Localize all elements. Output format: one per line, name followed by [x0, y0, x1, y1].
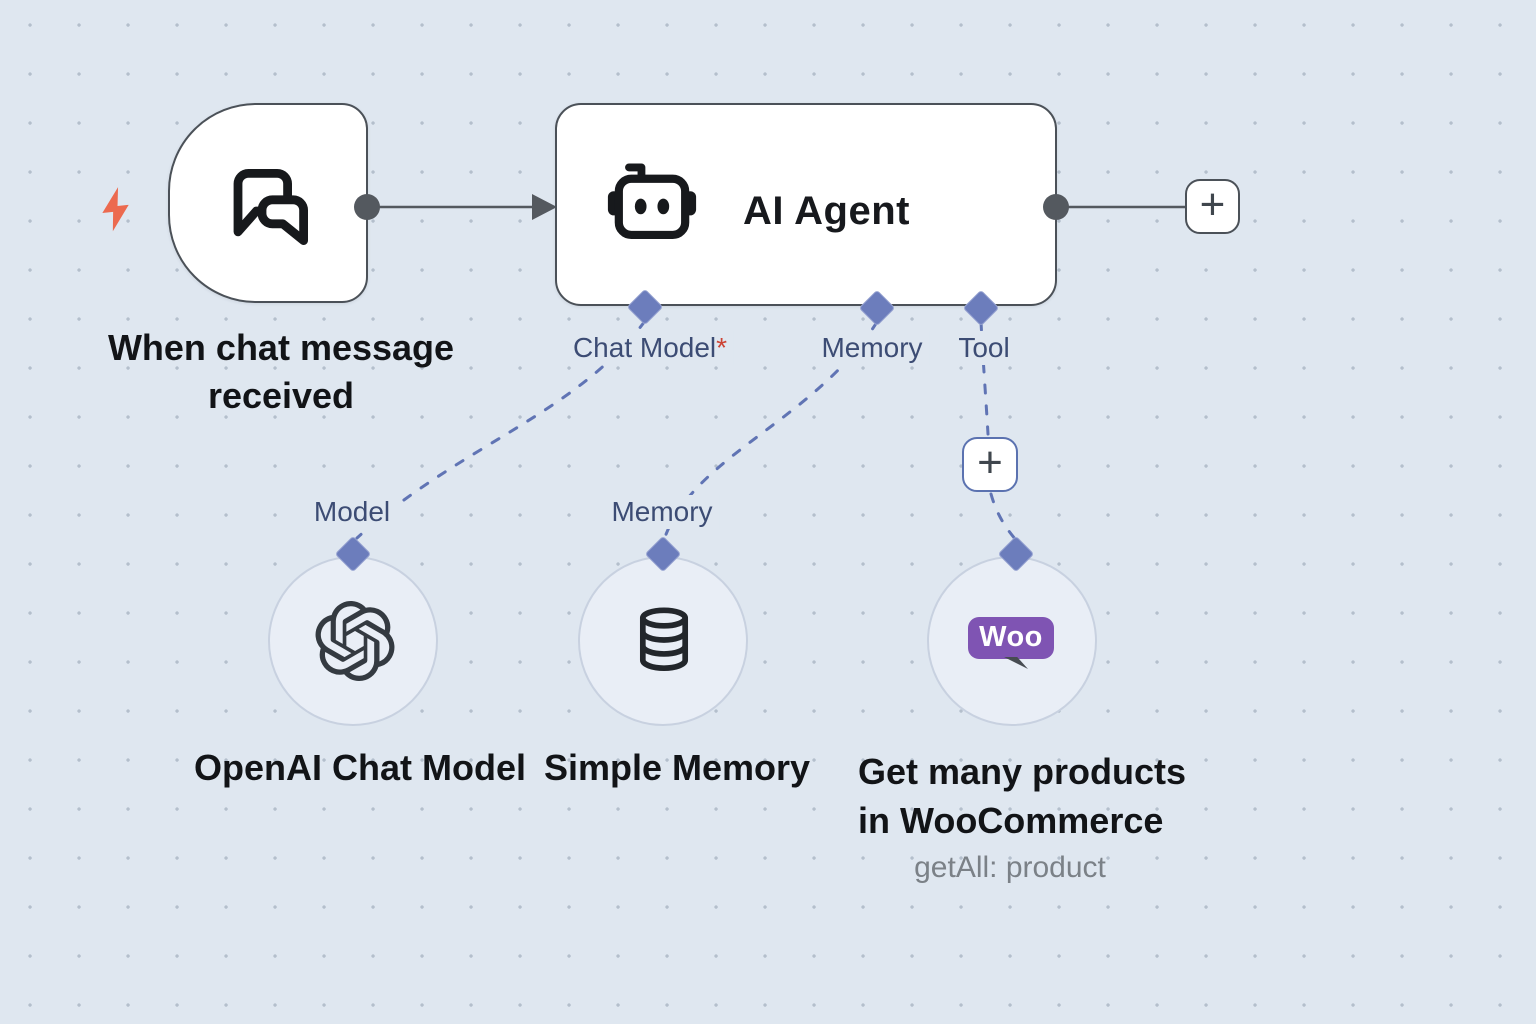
ai-agent-node[interactable]: AI Agent: [555, 103, 1057, 306]
dashed-wire-tool-lower: [989, 492, 1018, 542]
trigger-label-line1: When chat message: [107, 327, 455, 368]
subnode-openai-chat-model[interactable]: [268, 556, 438, 726]
trigger-node-label: When chat message received: [108, 324, 454, 420]
port-label-chat-model: Chat Model*: [565, 331, 735, 365]
openai-logo: [315, 601, 395, 681]
subnode-simple-memory[interactable]: [578, 556, 748, 726]
woocommerce-label-line1: Get many products: [858, 751, 1187, 792]
add-tool-button[interactable]: +: [962, 437, 1018, 492]
add-next-node-button[interactable]: +: [1185, 179, 1240, 234]
openai-chat-model-label: OpenAI Chat Model: [194, 747, 526, 788]
arrowhead-into-agent: [532, 194, 557, 220]
port-label-memory: Memory: [814, 331, 930, 365]
required-marker: *: [716, 332, 728, 363]
port-label-tool: Tool: [951, 331, 1017, 365]
robot-icon: [607, 163, 697, 240]
woocommerce-logo-text: Woo: [979, 620, 1043, 653]
port-label-memory-subnode: Memory: [604, 495, 720, 529]
lightning-bolt-icon: [102, 187, 129, 232]
woocommerce-operation-caption: getAll: product: [914, 851, 1106, 884]
trigger-label-line2: received: [207, 375, 355, 416]
database-icon: [639, 607, 689, 672]
woocommerce-node-label: Get many products in WooCommerce: [858, 747, 1186, 845]
woocommerce-logo: Woo: [968, 617, 1054, 659]
trigger-output-port[interactable]: [354, 194, 380, 220]
agent-node-title: AI Agent: [743, 189, 910, 233]
port-label-model-subnode: Model: [306, 495, 398, 529]
trigger-node-when-chat-message-received[interactable]: [168, 103, 368, 303]
agent-output-port[interactable]: [1043, 194, 1069, 220]
simple-memory-label: Simple Memory: [543, 747, 811, 788]
woocommerce-label-line2: in WooCommerce: [858, 800, 1164, 841]
chat-bubbles-icon: [233, 169, 308, 245]
